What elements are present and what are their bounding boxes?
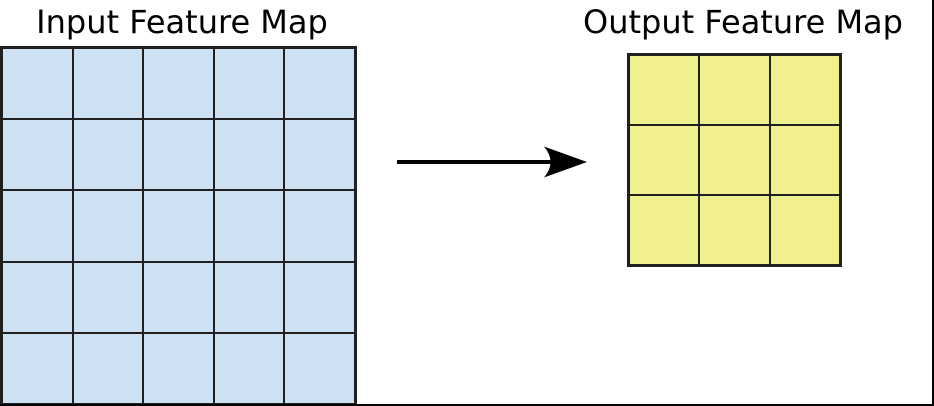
output-feature-map-title: Output Feature Map bbox=[583, 3, 903, 41]
grid-cell bbox=[143, 332, 214, 404]
grid-cell bbox=[213, 332, 285, 404]
grid-cell bbox=[629, 55, 700, 125]
grid-cell bbox=[629, 125, 700, 195]
grid-cell bbox=[769, 195, 840, 265]
grid-cell bbox=[143, 48, 214, 120]
figure-frame-bottom-border bbox=[0, 404, 934, 406]
grid-cell bbox=[213, 119, 285, 191]
grid-cell bbox=[143, 261, 214, 333]
grid-cell bbox=[699, 125, 770, 195]
grid-cell bbox=[2, 261, 73, 333]
grid-cell bbox=[72, 48, 144, 120]
arrow-head bbox=[544, 146, 587, 178]
grid-cell bbox=[284, 332, 355, 404]
grid-cell bbox=[2, 190, 73, 262]
grid-cell bbox=[143, 119, 214, 191]
grid-cell bbox=[72, 190, 144, 262]
figure-frame-right-border bbox=[932, 0, 934, 406]
grid-cell bbox=[699, 55, 770, 125]
input-feature-map-grid bbox=[0, 46, 357, 406]
grid-cell bbox=[143, 190, 214, 262]
grid-cell bbox=[769, 125, 840, 195]
grid-cell bbox=[2, 332, 73, 404]
grid-cell bbox=[284, 261, 355, 333]
output-feature-map-grid bbox=[627, 53, 842, 267]
grid-cell bbox=[769, 55, 840, 125]
grid-cell bbox=[284, 119, 355, 191]
grid-cell bbox=[2, 119, 73, 191]
grid-cell bbox=[2, 48, 73, 120]
grid-cell bbox=[72, 332, 144, 404]
grid-cell bbox=[629, 195, 700, 265]
grid-cell bbox=[213, 190, 285, 262]
grid-cell bbox=[284, 48, 355, 120]
grid-cell bbox=[213, 48, 285, 120]
grid-cell bbox=[72, 119, 144, 191]
grid-cell bbox=[213, 261, 285, 333]
grid-cell bbox=[284, 190, 355, 262]
input-feature-map-title: Input Feature Map bbox=[36, 3, 328, 41]
grid-cell bbox=[699, 195, 770, 265]
right-arrow-icon bbox=[397, 146, 587, 178]
grid-cell bbox=[72, 261, 144, 333]
